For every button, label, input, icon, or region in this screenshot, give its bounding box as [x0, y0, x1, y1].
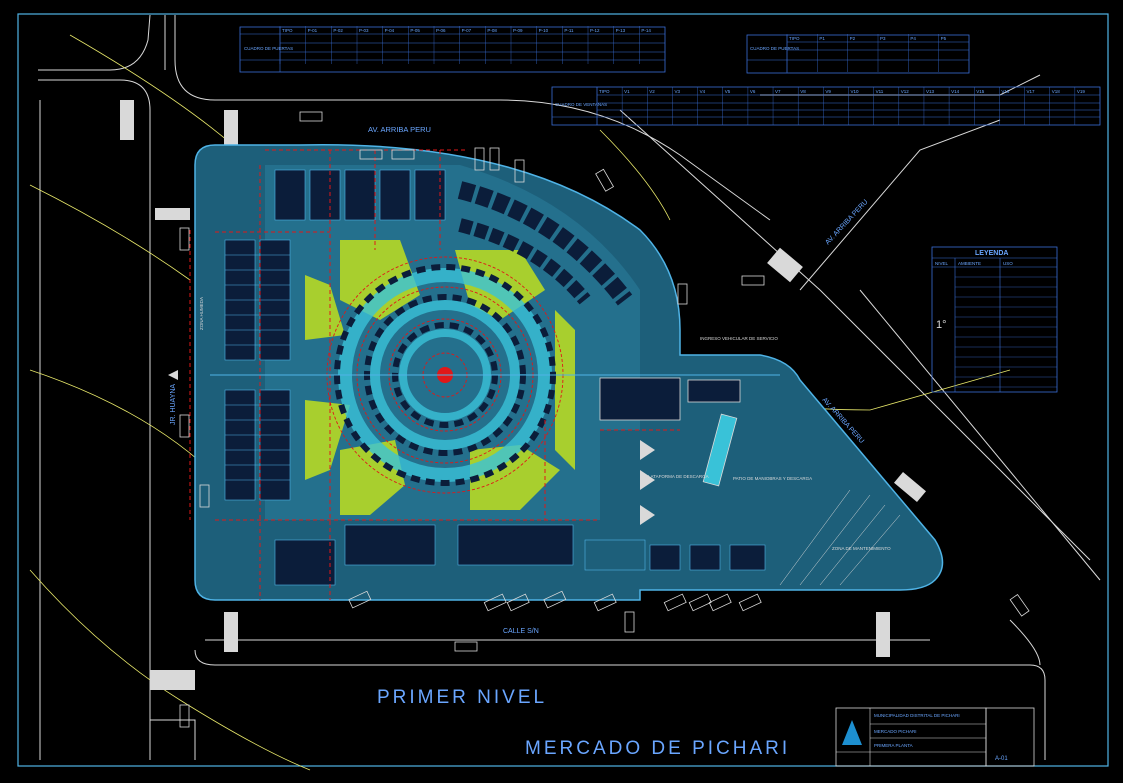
service-block: [599, 377, 741, 487]
legend-col-0: NIVEL: [935, 261, 949, 266]
doors-table-2-col-4: P4: [910, 36, 916, 41]
windows-table-col-7: V7: [775, 89, 781, 94]
legend-title: LEYENDA: [975, 250, 1008, 257]
stall-grid-lines: [225, 254, 290, 481]
windows-table-col-18: V18: [1052, 89, 1061, 94]
doors-table-col-3: P-03: [359, 28, 369, 33]
windows-table-col-1: V1: [624, 89, 630, 94]
stall-arc-inner: [458, 218, 591, 305]
windows-table-col-19: V19: [1077, 89, 1086, 94]
windows-table-col-15: V15: [976, 89, 985, 94]
legend-rows: [955, 276, 1057, 388]
loading-area-label: PATIO DE MANIOBRAS Y DESCARGA: [733, 476, 812, 481]
doors-table-col-11: P-11: [564, 28, 574, 33]
windows-table-col-0: TIPO: [599, 89, 610, 94]
maintenance-hatch: [779, 489, 901, 586]
municipality-logo: [842, 720, 862, 745]
doors-table-col-0: TIPO: [282, 28, 293, 33]
parked-cars: [179, 111, 1030, 728]
legend-level: 1°: [936, 319, 947, 331]
title-block-project: MERCADO PICHARI: [874, 729, 917, 734]
doors-table-col-6: P-06: [436, 28, 446, 33]
doors-table-2-col-3: P3: [880, 36, 886, 41]
sheet-frame: [17, 13, 1109, 767]
vehicle-entry-label: INGRESO VEHICULAR DE SERVICIO: [700, 336, 778, 341]
title-block-sheet: PRIMERA PLANTA: [874, 743, 913, 748]
doors-table-columns: TIPO P-01 P-02 P-03 P-04 P-05 P-06 P-07 P-08 P-09…: [279, 26, 651, 64]
stall-blocks-left: [224, 169, 446, 501]
windows-table-col-10: V10: [851, 89, 860, 94]
windows-table-col-16: V16: [1001, 89, 1010, 94]
doors-table-col-10: P-10: [539, 28, 549, 33]
street-label-bottom: CALLE S/N: [503, 628, 539, 635]
doors-table-col-2: P-02: [333, 28, 343, 33]
legend-col-2: USO: [1003, 261, 1013, 266]
doors-table-2-columns: TIPO P1 P2 P3 P4 P5: [786, 34, 947, 72]
title-block-institution: MUNICIPALIDAD DISTRITAL DE PICHARI: [874, 713, 960, 718]
windows-table-col-6: V6: [750, 89, 756, 94]
doors-table-2-col-0: TIPO: [789, 36, 800, 41]
windows-table-col-3: V3: [674, 89, 680, 94]
doors-table-col-5: P-05: [410, 28, 420, 33]
doors-table-col-9: P-09: [513, 28, 523, 33]
project-title: MERCADO DE PICHARI: [525, 738, 790, 759]
crosswalks: [120, 100, 926, 690]
doors-table-2-header: CUADRO DE PUERTAS: [750, 46, 799, 51]
windows-table-col-5: V5: [725, 89, 731, 94]
doors-table-2-col-2: P2: [850, 36, 856, 41]
windows-table-col-12: V12: [901, 89, 910, 94]
title-block: [835, 707, 1035, 767]
doors-table-col-12: P-12: [590, 28, 600, 33]
legend-table: [931, 246, 1058, 393]
windows-table-col-13: V13: [926, 89, 935, 94]
platform-arrows: [168, 370, 655, 525]
windows-table-col-17: V17: [1027, 89, 1036, 94]
windows-table-col-8: V8: [800, 89, 806, 94]
doors-table-header: CUADRO DE PUERTAS: [244, 46, 293, 51]
stall-blocks-bottom: [274, 524, 766, 586]
stall-arc-outer: [457, 181, 633, 306]
windows-table-col-14: V14: [951, 89, 960, 94]
doors-table-2-col-1: P1: [819, 36, 825, 41]
doors-table-col-8: P-08: [487, 28, 497, 33]
doors-table-2-col-5: P5: [941, 36, 947, 41]
windows-table-col-9: V9: [825, 89, 831, 94]
legend-col-1: AMBIENTE: [958, 261, 981, 266]
title-block-sheet-code: A-01: [995, 756, 1008, 762]
doors-table-col-7: P-07: [462, 28, 472, 33]
doors-table-col-14: P-14: [641, 28, 651, 33]
windows-table-columns: TIPO V1 V2 V3 V4 V5 V6 V7 V8 V9 V10 V11 V12 V13 V14 V15…: [596, 87, 1086, 125]
doors-table-col-13: P-13: [616, 28, 626, 33]
doors-table-col-4: P-04: [385, 28, 395, 33]
street-lines: [38, 14, 1101, 760]
windows-table-header: CUADRO DE VENTANAS: [555, 102, 607, 107]
windows-table-col-11: V11: [876, 89, 884, 94]
legend-columns: NIVEL AMBIENTE USO: [935, 261, 1013, 266]
level-title: PRIMER NIVEL: [377, 687, 547, 708]
street-label-top: AV. ARRIBA PERU: [368, 125, 431, 134]
left-zone-label: ZONA HUMEDA: [199, 297, 204, 330]
doors-table-2: [746, 34, 970, 74]
maintenance-label: ZONA DE MANTENIMIENTO: [832, 546, 891, 551]
doors-table: [239, 26, 666, 73]
doors-table-col-1: P-01: [308, 28, 318, 33]
windows-table-col-4: V4: [700, 89, 706, 94]
street-label-left: JR. HUAYNA: [170, 384, 177, 425]
street-label-diagonal: AV. ARRIBA PERU: [824, 199, 869, 247]
platform-label: PLATAFORMA DE DESCARGA: [645, 474, 709, 479]
windows-table-col-2: V2: [649, 89, 655, 94]
